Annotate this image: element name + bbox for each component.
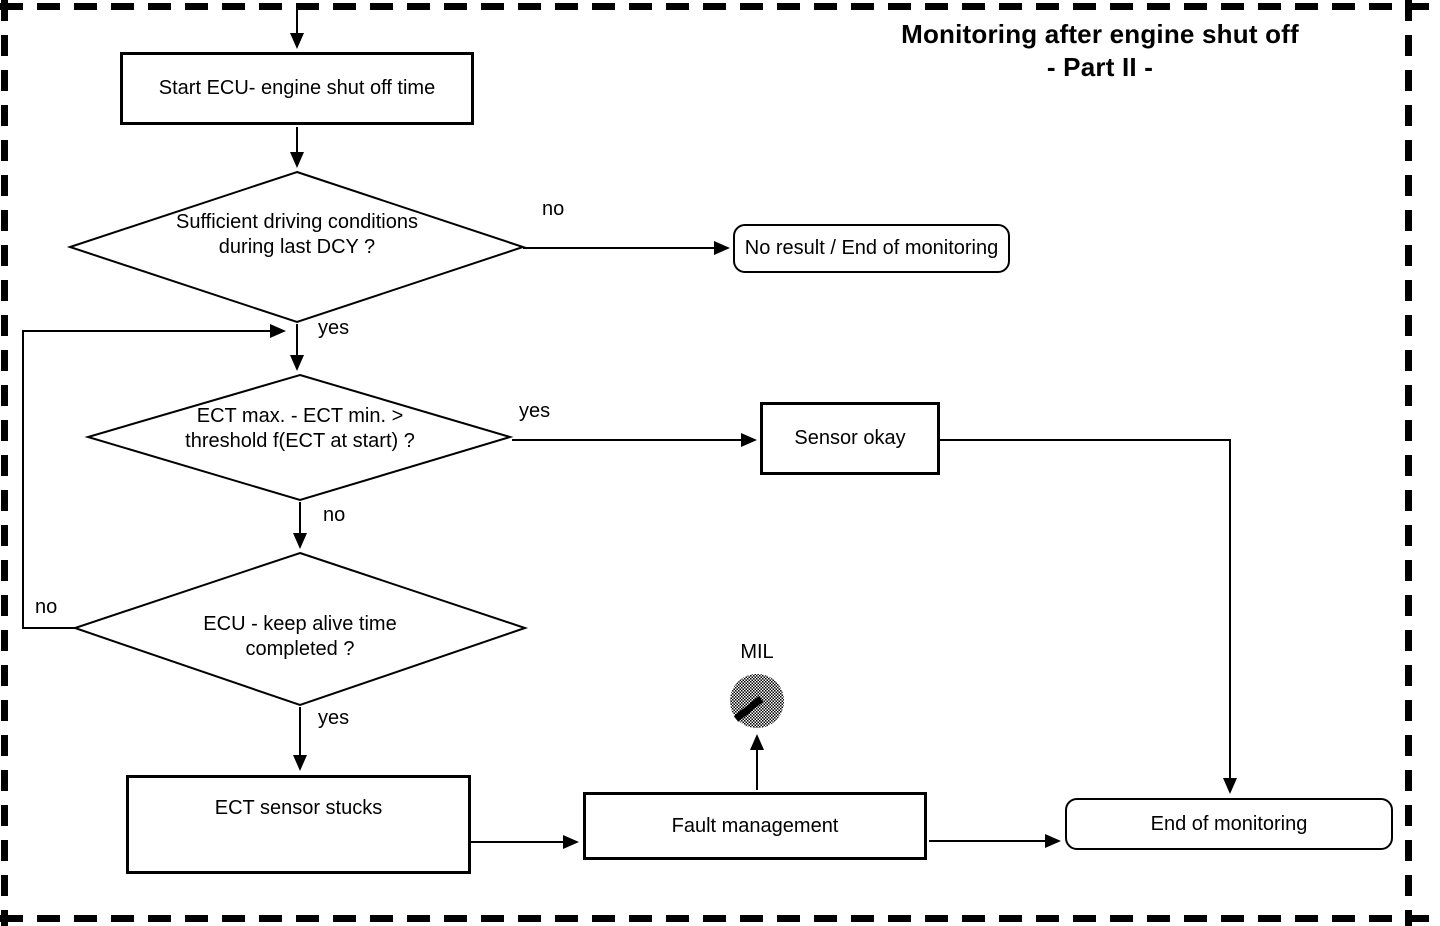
no-result-label: No result / End of monitoring bbox=[744, 237, 999, 259]
ect-sensor-stucks-label: ECT sensor stucks bbox=[214, 797, 383, 819]
diagram-title-line2: - Part II - bbox=[1046, 52, 1154, 82]
decision-driving-text: Sufficient driving conditions during las… bbox=[137, 210, 457, 260]
edge-label-keep-alive-yes: yes bbox=[318, 707, 350, 729]
decision-keep-alive-line2: completed ? bbox=[245, 638, 355, 660]
edge-label-keep-alive-no: no bbox=[35, 596, 58, 618]
decision-ect-line1: ECT max. - ECT min. > bbox=[196, 405, 404, 427]
decision-keep-alive-text: ECU - keep alive time completed ? bbox=[150, 612, 450, 662]
diagram-title: Monitoring after engine shut off - Part … bbox=[810, 18, 1390, 84]
edge-keepalive-no-loop bbox=[22, 324, 286, 629]
decision-keep-alive-diamond bbox=[71, 551, 529, 707]
mil-label: MIL bbox=[740, 641, 774, 663]
fault-management-label: Fault management bbox=[671, 814, 839, 837]
edge-sensor-to-end bbox=[940, 439, 1237, 794]
sensor-okay-label: Sensor okay bbox=[794, 427, 906, 449]
decision-driving-diamond bbox=[66, 170, 527, 324]
decision-driving-line2: during last DCY ? bbox=[218, 236, 376, 258]
end-of-monitoring-terminal: End of monitoring bbox=[1065, 798, 1393, 850]
sensor-okay-node: Sensor okay bbox=[760, 402, 940, 475]
dashed-border-left bbox=[1, 0, 8, 926]
edge-label-ect-yes: yes bbox=[519, 400, 551, 422]
end-of-monitoring-label: End of monitoring bbox=[1150, 812, 1308, 835]
decision-ect-line2: threshold f(ECT at start) ? bbox=[185, 430, 415, 452]
mil-lamp-icon bbox=[730, 674, 784, 728]
edge-label-ect-no: no bbox=[323, 504, 346, 526]
no-result-terminal: No result / End of monitoring bbox=[733, 224, 1010, 273]
decision-ect-text: ECT max. - ECT min. > threshold f(ECT at… bbox=[140, 404, 460, 454]
diagram-title-line1: Monitoring after engine shut off bbox=[901, 19, 1299, 49]
decision-keep-alive-line1: ECU - keep alive time bbox=[203, 613, 397, 635]
dashed-border-right bbox=[1405, 0, 1412, 926]
dashed-border-bottom bbox=[0, 915, 1440, 922]
dashed-border-top bbox=[0, 3, 1440, 10]
start-node: Start ECU- engine shut off time bbox=[120, 52, 474, 125]
fault-management-node: Fault management bbox=[583, 792, 927, 860]
ect-sensor-stucks-node: ECT sensor stucks bbox=[126, 775, 471, 874]
decision-ect-diamond bbox=[84, 373, 514, 502]
decision-driving-line1: Sufficient driving conditions bbox=[176, 211, 418, 233]
edge-label-driving-no: no bbox=[542, 198, 565, 220]
start-node-label: Start ECU- engine shut off time bbox=[158, 77, 436, 99]
edge-label-driving-yes: yes bbox=[318, 317, 350, 339]
